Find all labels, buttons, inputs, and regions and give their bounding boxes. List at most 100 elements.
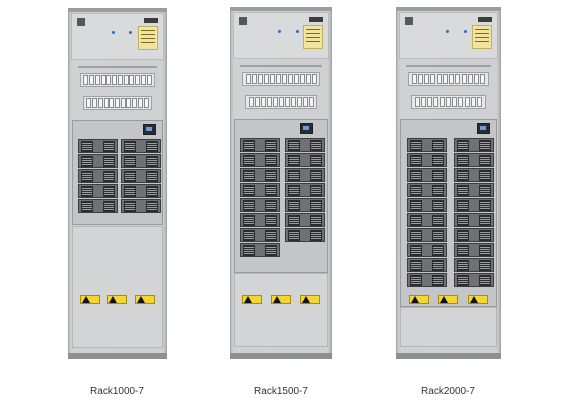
fan-grille-icon: [457, 154, 469, 166]
breaker: [311, 74, 317, 84]
fan-grille-icon: [103, 200, 115, 212]
rectifier-module: [240, 198, 280, 212]
breaker: [296, 97, 302, 107]
fan-grille-icon: [310, 199, 322, 211]
rack-top-frame: [230, 7, 332, 11]
fan-grille-icon: [146, 170, 158, 182]
module-column-left: [240, 138, 280, 257]
brand-badge: [144, 18, 158, 23]
info-sticker: [303, 25, 323, 49]
indicator-light: [278, 30, 281, 33]
rectifier-module: [78, 154, 118, 168]
warning-icon: [270, 295, 291, 304]
breaker: [83, 75, 89, 85]
fan-grille-icon: [479, 154, 491, 166]
fan-grille-icon: [479, 169, 491, 181]
breaker: [135, 75, 141, 85]
breaker-row-bottom: [83, 96, 152, 110]
rack-base: [396, 353, 501, 359]
rectifier-module: [407, 168, 447, 182]
rectifier-module: [407, 213, 447, 227]
breaker: [89, 75, 95, 85]
top-control-panel: [233, 12, 329, 59]
fan-grille-icon: [457, 169, 469, 181]
breaker: [302, 97, 308, 107]
fan-grille-icon: [432, 259, 444, 271]
breaker: [278, 97, 284, 107]
fan-grille-icon: [457, 274, 469, 286]
panel-slot: [406, 65, 491, 67]
breaker-row-top: [408, 72, 489, 86]
breaker: [455, 74, 461, 84]
breaker: [433, 97, 439, 107]
monitor-display: [143, 124, 156, 135]
fan-grille-icon: [81, 170, 93, 182]
rectifier-module: [454, 168, 494, 182]
fan-grille-icon: [310, 229, 322, 241]
module-column-right: [121, 139, 161, 213]
breaker: [452, 97, 458, 107]
module-column-left: [407, 138, 447, 287]
breaker: [461, 74, 467, 84]
breaker: [248, 97, 254, 107]
breaker: [414, 97, 420, 107]
rectifier-module: [78, 169, 118, 183]
fan-grille-icon: [81, 185, 93, 197]
fan-grille-icon: [479, 184, 491, 196]
rectifier-module: [407, 273, 447, 287]
warning-icon: [299, 295, 320, 304]
breaker: [120, 98, 126, 108]
breaker: [449, 74, 455, 84]
breaker: [293, 74, 299, 84]
fan-grille-icon: [479, 214, 491, 226]
fan-grille-icon: [432, 139, 444, 151]
breaker: [420, 97, 426, 107]
warning-label-row: [404, 295, 493, 304]
warning-icon: [408, 295, 429, 304]
rack-model-label: Rack1000-7: [90, 386, 144, 397]
breaker: [123, 75, 129, 85]
rectifier-module: [78, 184, 118, 198]
rectifier-module: [285, 183, 325, 197]
info-sticker: [472, 25, 492, 49]
indicator-light: [112, 31, 115, 34]
fan-grille-icon: [243, 184, 255, 196]
fan-grille-icon: [288, 214, 300, 226]
fan-grille-icon: [310, 139, 322, 151]
breaker: [430, 74, 436, 84]
lower-door-panel: [234, 273, 328, 347]
rectifier-module: [407, 243, 447, 257]
breaker: [442, 74, 448, 84]
fan-grille-icon: [432, 184, 444, 196]
rack-model-label: Rack1500-7: [254, 386, 308, 397]
rectifier-module: [454, 138, 494, 152]
fan-grille-icon: [124, 155, 136, 167]
breaker: [308, 97, 314, 107]
rectifier-module: [240, 183, 280, 197]
breaker: [439, 97, 445, 107]
rectifier-module: [240, 168, 280, 182]
breaker: [411, 74, 417, 84]
rectifier-module: [285, 168, 325, 182]
fan-grille-icon: [265, 229, 277, 241]
rectifier-module: [78, 199, 118, 213]
fan-grille-icon: [124, 185, 136, 197]
rectifier-module: [121, 169, 161, 183]
breaker: [92, 98, 98, 108]
fan-grille-icon: [288, 139, 300, 151]
breaker: [97, 98, 103, 108]
fan-grille-icon: [243, 214, 255, 226]
breaker: [94, 75, 100, 85]
breaker: [129, 75, 135, 85]
panel-slot: [78, 66, 157, 68]
rectifier-module: [240, 153, 280, 167]
fan-grille-icon: [146, 155, 158, 167]
warning-icon: [135, 295, 156, 304]
breaker: [137, 98, 143, 108]
fan-grille-icon: [432, 244, 444, 256]
breaker: [112, 75, 118, 85]
fan-grille-icon: [479, 139, 491, 151]
fan-grille-icon: [410, 199, 422, 211]
breaker: [269, 74, 275, 84]
fan-grille-icon: [432, 214, 444, 226]
